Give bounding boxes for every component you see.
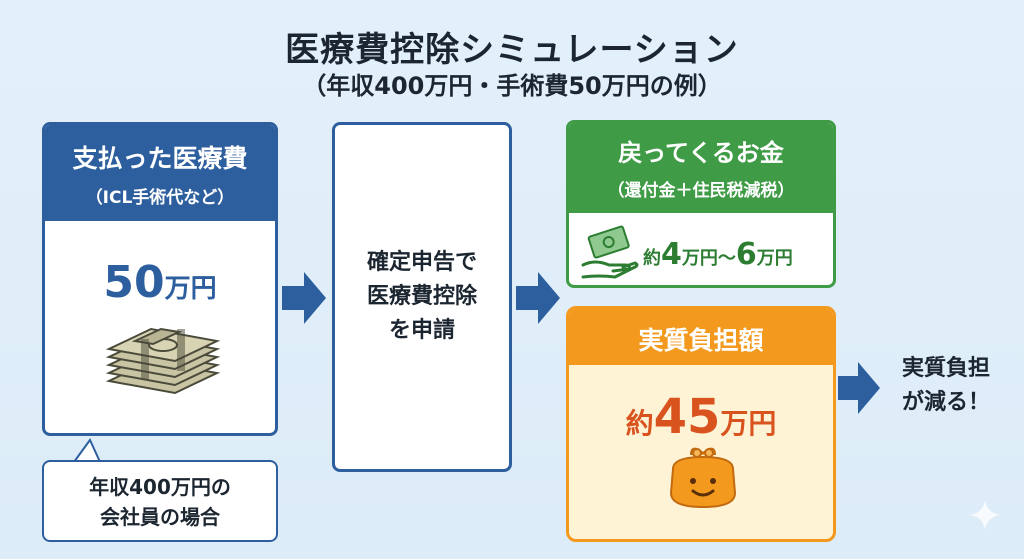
process-line3: を申請 [388, 318, 455, 343]
paid-expenses-subtitle: （ICL手術代など） [85, 188, 235, 208]
actual-burden-amount: 約45万円 [569, 389, 833, 445]
burden-unit: 万円 [720, 407, 777, 440]
income-note-line2: 会社員の場合 [100, 505, 220, 529]
refund-header: 戻ってくるお金 （還付金＋住民税減税） [569, 123, 833, 213]
refund-from-unit: 万円 [681, 248, 718, 269]
refund-separator: 〜 [717, 248, 736, 269]
result-line1: 実質負担 [901, 356, 990, 381]
result-line2: が減る！ [901, 390, 990, 415]
paid-amount-value: 50 [103, 257, 165, 308]
arrow-right-icon [516, 272, 560, 324]
hand-money-icon [581, 225, 639, 279]
refund-box: 戻ってくるお金 （還付金＋住民税減税） 約4万円〜6万円 [566, 120, 836, 288]
refund-subtitle: （還付金＋住民税減税） [607, 181, 795, 201]
refund-from: 4 [661, 237, 682, 272]
page-title: 医療費控除シミュレーション [285, 30, 739, 70]
income-note-box: 年収400万円の 会社員の場合 [42, 460, 278, 542]
smiling-wallet-icon [669, 447, 737, 509]
actual-burden-title: 実質負担額 [569, 309, 833, 365]
process-line1: 確定申告で [366, 250, 477, 275]
sparkle-icon [970, 500, 1000, 530]
paid-amount: 50万円 [45, 257, 275, 308]
burden-prefix: 約 [625, 407, 654, 440]
paid-expenses-box: 支払った医療費 （ICL手術代など） 50万円 [42, 122, 278, 436]
income-note-line1: 年収400万円の [89, 475, 231, 499]
paid-amount-unit: 万円 [164, 274, 217, 304]
paid-expenses-title: 支払った医療費 [72, 144, 248, 173]
refund-prefix: 約 [643, 248, 661, 269]
process-line2: 医療費控除 [366, 284, 477, 309]
burden-value: 45 [653, 389, 721, 445]
refund-title: 戻ってくるお金 [618, 139, 784, 167]
paid-expenses-header: 支払った医療費 （ICL手術代など） [45, 125, 275, 221]
money-stack-icon [105, 327, 221, 395]
arrow-right-icon [282, 272, 326, 324]
actual-burden-box: 実質負担額 約45万円 [566, 306, 836, 542]
refund-to-unit: 万円 [756, 248, 793, 269]
page-subtitle: （年収400万円・手術費50万円の例） [302, 72, 722, 100]
arrow-right-icon [838, 362, 880, 414]
result-message: 実質負担 が減る！ [878, 352, 1014, 420]
refund-amount: 約4万円〜6万円 [643, 237, 793, 272]
process-box: 確定申告で 医療費控除 を申請 [332, 122, 512, 472]
refund-to: 6 [735, 237, 757, 272]
